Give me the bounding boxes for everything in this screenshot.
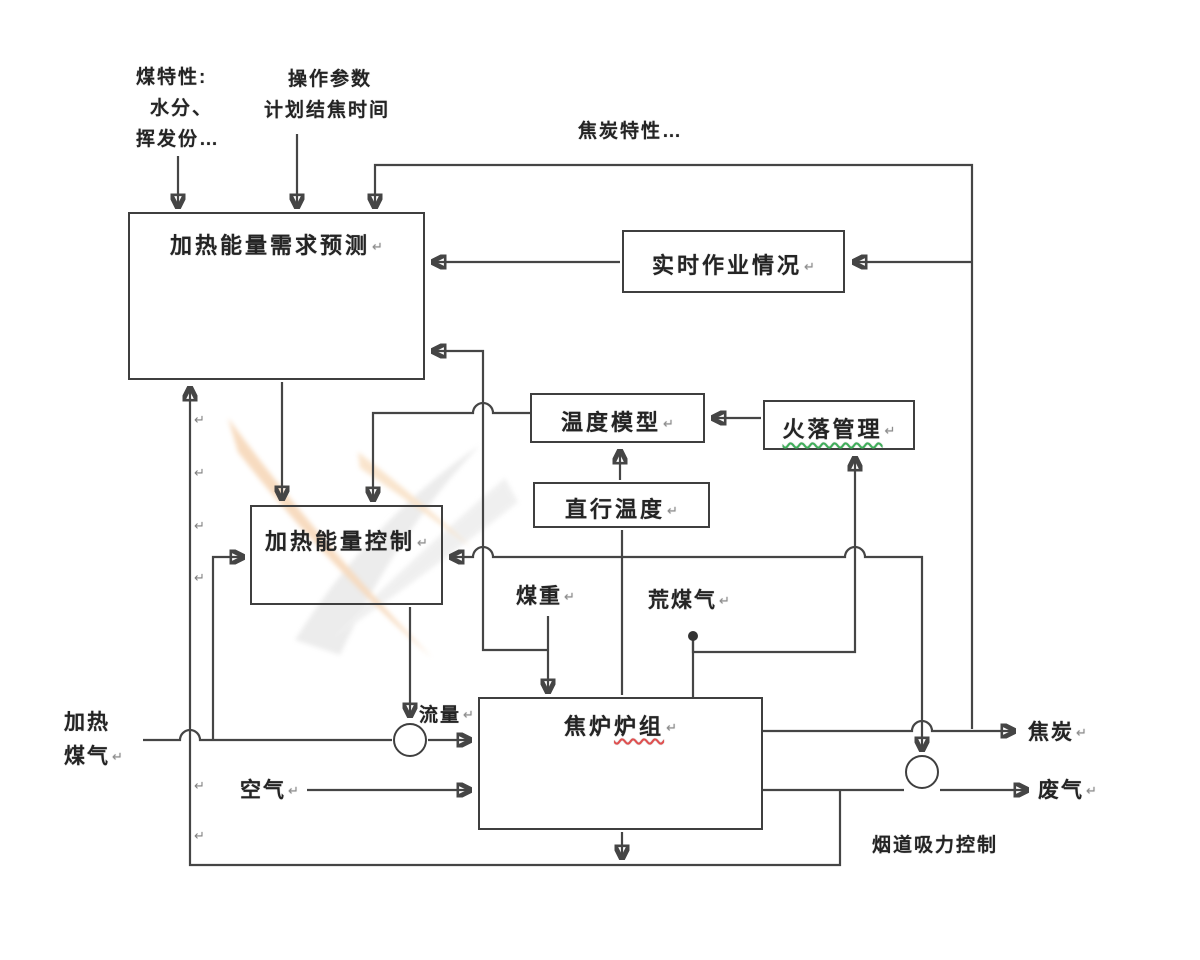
return-mark-icon: ↵ [194, 828, 205, 843]
label-coal-properties: 煤特性: 水分、 挥发份… [136, 62, 220, 155]
connector-fluegas-feedback-to-prediction [190, 389, 842, 867]
node-fire-fall-management: 火落管理↵ [763, 400, 915, 450]
label-operating-parameters-line2: 计划结焦时间 [264, 100, 391, 121]
return-mark-icon: ↵ [372, 239, 383, 254]
label-raw-gas: 荒煤气↵ [648, 584, 730, 614]
return-mark-icon: ↵ [667, 503, 678, 518]
node-coke-oven-battery: 焦炉炉组↵ [478, 697, 763, 830]
label-heating-gas: 加热 煤气↵ [64, 706, 123, 774]
connector-heatinggas-to-valve [143, 728, 392, 742]
connector-coalweight-to-prediction [434, 351, 548, 652]
connector-rawgas-to-firefall [691, 459, 855, 654]
watermark-gray-petal [295, 445, 480, 655]
return-mark-icon: ↵ [663, 416, 674, 431]
node-fire-fall-label: 火落管理 [782, 417, 883, 442]
node-cross-temp-label: 直行温度 [565, 497, 666, 522]
label-coke-output: 焦炭↵ [1028, 716, 1087, 746]
label-coal-weight: 煤重↵ [516, 580, 575, 610]
return-mark-icon: ↵ [288, 783, 299, 798]
node-prediction: 加热能量需求预测↵ [128, 212, 425, 380]
node-realtime-status: 实时作业情况↵ [622, 230, 845, 293]
connector-oventemp-to-control [452, 545, 622, 557]
label-heating-gas-line2: 煤气 [64, 745, 110, 768]
watermark-orange-swoosh-2 [358, 452, 472, 548]
return-mark-icon: ↵ [666, 720, 677, 735]
label-flow: 流量↵ [419, 700, 474, 727]
label-heating-gas-line1: 加热 [64, 711, 110, 734]
label-waste-gas-text: 废气 [1038, 779, 1084, 802]
flue-suction-valve-circle [905, 755, 939, 789]
return-mark-icon: ↵ [884, 423, 896, 438]
label-waste-gas: 废气↵ [1038, 774, 1097, 804]
node-cross-wall-temperature: 直行温度↵ [533, 482, 710, 528]
return-mark-icon: ↵ [194, 412, 205, 427]
label-operating-parameters: 操作参数 计划结焦时间 [264, 64, 390, 126]
connector-gasline-to-control [211, 557, 242, 741]
return-mark-icon: ↵ [417, 535, 428, 550]
node-heating-energy-control: 加热能量控制↵ [250, 505, 443, 605]
return-mark-icon: ↵ [194, 518, 205, 533]
connector-tempmodel-to-control [373, 401, 530, 499]
label-raw-gas-text: 荒煤气 [648, 589, 717, 612]
return-mark-icon: ↵ [564, 589, 575, 604]
label-air-text: 空气 [240, 779, 286, 802]
label-coal-properties-line1: 煤特性: [136, 67, 208, 88]
return-mark-icon: ↵ [194, 465, 205, 480]
label-coke-properties-text: 焦炭特性… [578, 121, 684, 142]
connector-coke-feedback-top [375, 163, 974, 729]
node-prediction-label: 加热能量需求预测 [170, 233, 371, 258]
label-flue-suction-control: 烟道吸力控制 [872, 830, 998, 857]
node-temperature-model: 温度模型↵ [530, 393, 705, 443]
node-temperature-model-label: 温度模型 [561, 410, 662, 435]
return-mark-icon: ↵ [1086, 783, 1097, 798]
rawgas-junction-dot [688, 631, 698, 641]
return-mark-icon: ↵ [804, 259, 815, 274]
label-coal-properties-line3: 挥发份… [136, 129, 221, 150]
connector-oventemp-to-suction-valve [622, 545, 922, 749]
return-mark-icon: ↵ [463, 707, 474, 722]
return-mark-icon: ↵ [112, 749, 123, 764]
label-air: 空气↵ [240, 774, 299, 804]
return-mark-icon: ↵ [1076, 725, 1087, 740]
gas-flow-valve-circle [393, 723, 427, 757]
label-coal-weight-text: 煤重 [516, 585, 562, 608]
label-operating-parameters-line1: 操作参数 [288, 69, 373, 90]
return-mark-icon: ↵ [194, 778, 205, 793]
label-coke-properties: 焦炭特性… [578, 116, 683, 143]
node-energy-control-label: 加热能量控制 [265, 529, 416, 554]
node-realtime-label: 实时作业情况 [652, 253, 803, 278]
return-mark-icon: ↵ [719, 593, 730, 608]
label-flow-text: 流量 [419, 705, 462, 726]
label-flue-suction-text: 烟道吸力控制 [872, 835, 999, 856]
connector-oven-to-coke [763, 719, 1013, 731]
return-mark-icon: ↵ [194, 570, 205, 585]
node-oven-label-underlined: 炉组 [614, 714, 665, 739]
label-coke-output-text: 焦炭 [1028, 721, 1074, 744]
node-oven-label-plain: 焦炉 [564, 714, 615, 739]
label-coal-properties-line2: 水分、 [150, 98, 214, 119]
